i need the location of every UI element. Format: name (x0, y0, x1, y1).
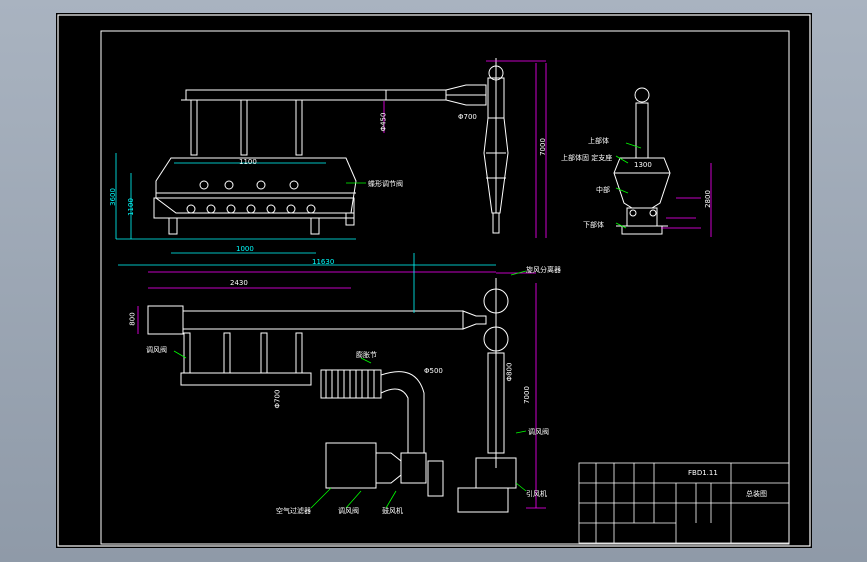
outer-frame (57, 14, 811, 547)
plan-label-pipe2: Φ700 (273, 389, 282, 409)
plan-label-pipe3: Φ800 (505, 362, 514, 382)
dim-top-left: 1100 (239, 158, 257, 166)
dim-height-left2: 1100 (126, 198, 135, 216)
cyclone-height: 7000 (538, 138, 547, 156)
plan-label-height: 7000 (522, 386, 531, 404)
plan-label-cyclone: 旋风分离器 (526, 266, 561, 274)
assembly-drawing (57, 14, 811, 547)
plan-label-air-filter: 空气过滤器 (276, 507, 311, 515)
inner-frame (100, 30, 790, 545)
dim-top-total: 11630 (312, 258, 335, 266)
plan-dim-left: 800 (128, 312, 137, 326)
label-upper-body: 上部体 (588, 137, 609, 145)
label-upper-support: 上部体固 定支座 (561, 154, 613, 162)
label-middle: 中部 (596, 186, 610, 194)
plan-label-vent: 调风阀 (146, 346, 167, 354)
elevation-view (153, 58, 671, 235)
plan-view (147, 278, 517, 513)
plan-label-fan: 引风机 (526, 490, 547, 498)
drawing-sheet[interactable]: 1100 1000 11630 3600 1100 Φ450 Φ700 7000… (56, 13, 812, 548)
plan-label-damper: 调风阀 (338, 507, 359, 515)
label-inlet-valve: 蝶形调节阀 (368, 180, 403, 188)
plan-label-expansion: 膨胀节 (356, 351, 377, 359)
plan-label-pipe: Φ500 (424, 367, 443, 375)
plan-label-blower: 鼓风机 (382, 507, 403, 515)
cyclone-dia: Φ700 (458, 113, 477, 121)
plan-dimensions (137, 253, 546, 509)
pipe-dia: Φ450 (379, 112, 388, 132)
dim-height-left: 3600 (108, 188, 117, 206)
elevation-dimensions (115, 60, 712, 266)
leader-lines (173, 142, 642, 509)
dim-right: 1300 (634, 161, 652, 169)
dim-top-bottom: 1000 (236, 245, 254, 253)
title-block (578, 462, 790, 544)
label-lower-body: 下部体 (583, 221, 604, 229)
dim-right-height: 2800 (703, 190, 712, 208)
title-block-title: FBD1.11 (688, 469, 718, 477)
title-block-code: 总装图 (746, 490, 767, 498)
plan-dim-top: 2430 (230, 279, 248, 287)
plan-label-fan-valve: 调风阀 (528, 428, 549, 436)
